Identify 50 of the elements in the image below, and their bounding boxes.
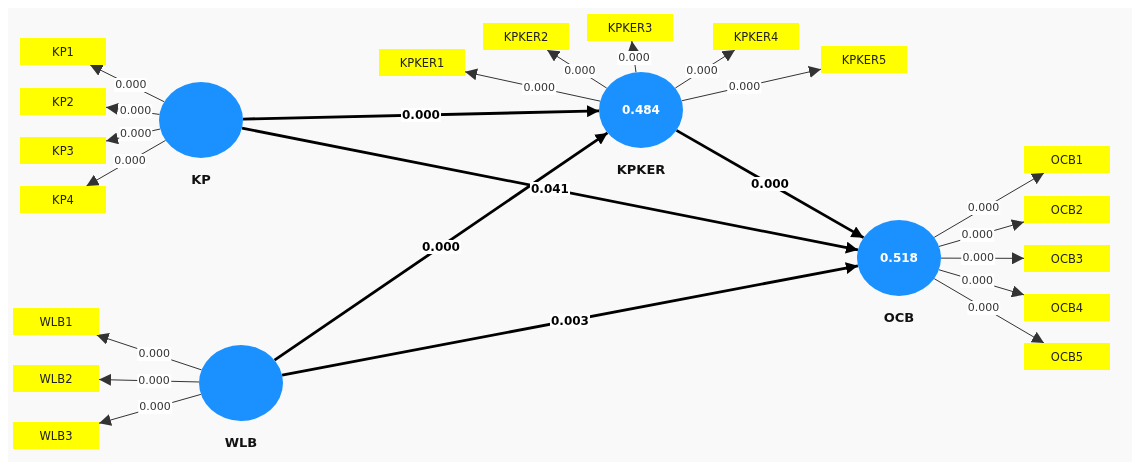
- path-arrow: [242, 105, 600, 121]
- indicator-box: KP1: [20, 38, 106, 65]
- indicator-box: KP2: [20, 88, 106, 115]
- indicator-box: WLB2: [13, 365, 99, 392]
- path-arrow: [281, 262, 859, 377]
- edge-label: 0.000: [563, 63, 597, 78]
- edge-label: 0.000: [750, 177, 790, 191]
- construct-label: OCB: [883, 310, 915, 325]
- indicator-box: KPKER2: [483, 23, 569, 50]
- edge-label: 0.000: [617, 51, 651, 66]
- edge-label: 0.041: [530, 182, 570, 196]
- path-arrow: [273, 131, 609, 362]
- indicator-box: WLB3: [13, 422, 99, 449]
- indicator-box: KPKER1: [379, 49, 465, 76]
- edge-label: 0.003: [550, 313, 590, 328]
- indicator-box: OCB4: [1024, 294, 1110, 321]
- edge-label: 0.000: [137, 373, 171, 388]
- indicator-box: KPKER5: [821, 46, 907, 73]
- indicator-box: KPKER3: [587, 14, 673, 41]
- indicator-box: OCB5: [1024, 343, 1110, 370]
- construct-label: WLB: [224, 435, 258, 450]
- edge-label: 0.000: [522, 80, 557, 95]
- edge-label: 0.000: [961, 251, 996, 266]
- indicator-box: OCB1: [1024, 146, 1110, 173]
- construct-label: KP: [191, 172, 211, 187]
- r-squared-value: 0.484: [622, 103, 660, 117]
- construct-label: KPKER: [616, 162, 666, 177]
- edge-label: 0.000: [137, 347, 172, 362]
- edge-label: 0.000: [685, 63, 719, 78]
- path-arrow: [241, 126, 859, 254]
- edge-label: 0.000: [113, 153, 147, 168]
- edge-label: 0.000: [421, 239, 461, 254]
- edge-label: 0.000: [114, 78, 148, 93]
- indicator-box: OCB3: [1024, 245, 1110, 272]
- indicator-box: KP3: [20, 137, 106, 164]
- edge-label: 0.000: [966, 201, 1001, 216]
- indicator-box: WLB1: [13, 308, 99, 335]
- indicator-box: KPKER4: [713, 23, 799, 50]
- edge-label: 0.000: [966, 300, 1001, 315]
- edge-label: 0.000: [960, 228, 994, 243]
- path-arrow: [675, 129, 865, 239]
- r-squared-value: 0.518: [880, 251, 918, 265]
- edge-label: 0.000: [960, 274, 994, 289]
- indicator-box: KP4: [20, 186, 106, 213]
- indicator-box: OCB2: [1024, 196, 1110, 223]
- edge-label: 0.000: [119, 127, 153, 142]
- edge-label: 0.000: [118, 104, 153, 119]
- edge-label: 0.000: [727, 79, 762, 94]
- edge-label: 0.000: [401, 108, 441, 122]
- edge-label: 0.000: [138, 400, 172, 415]
